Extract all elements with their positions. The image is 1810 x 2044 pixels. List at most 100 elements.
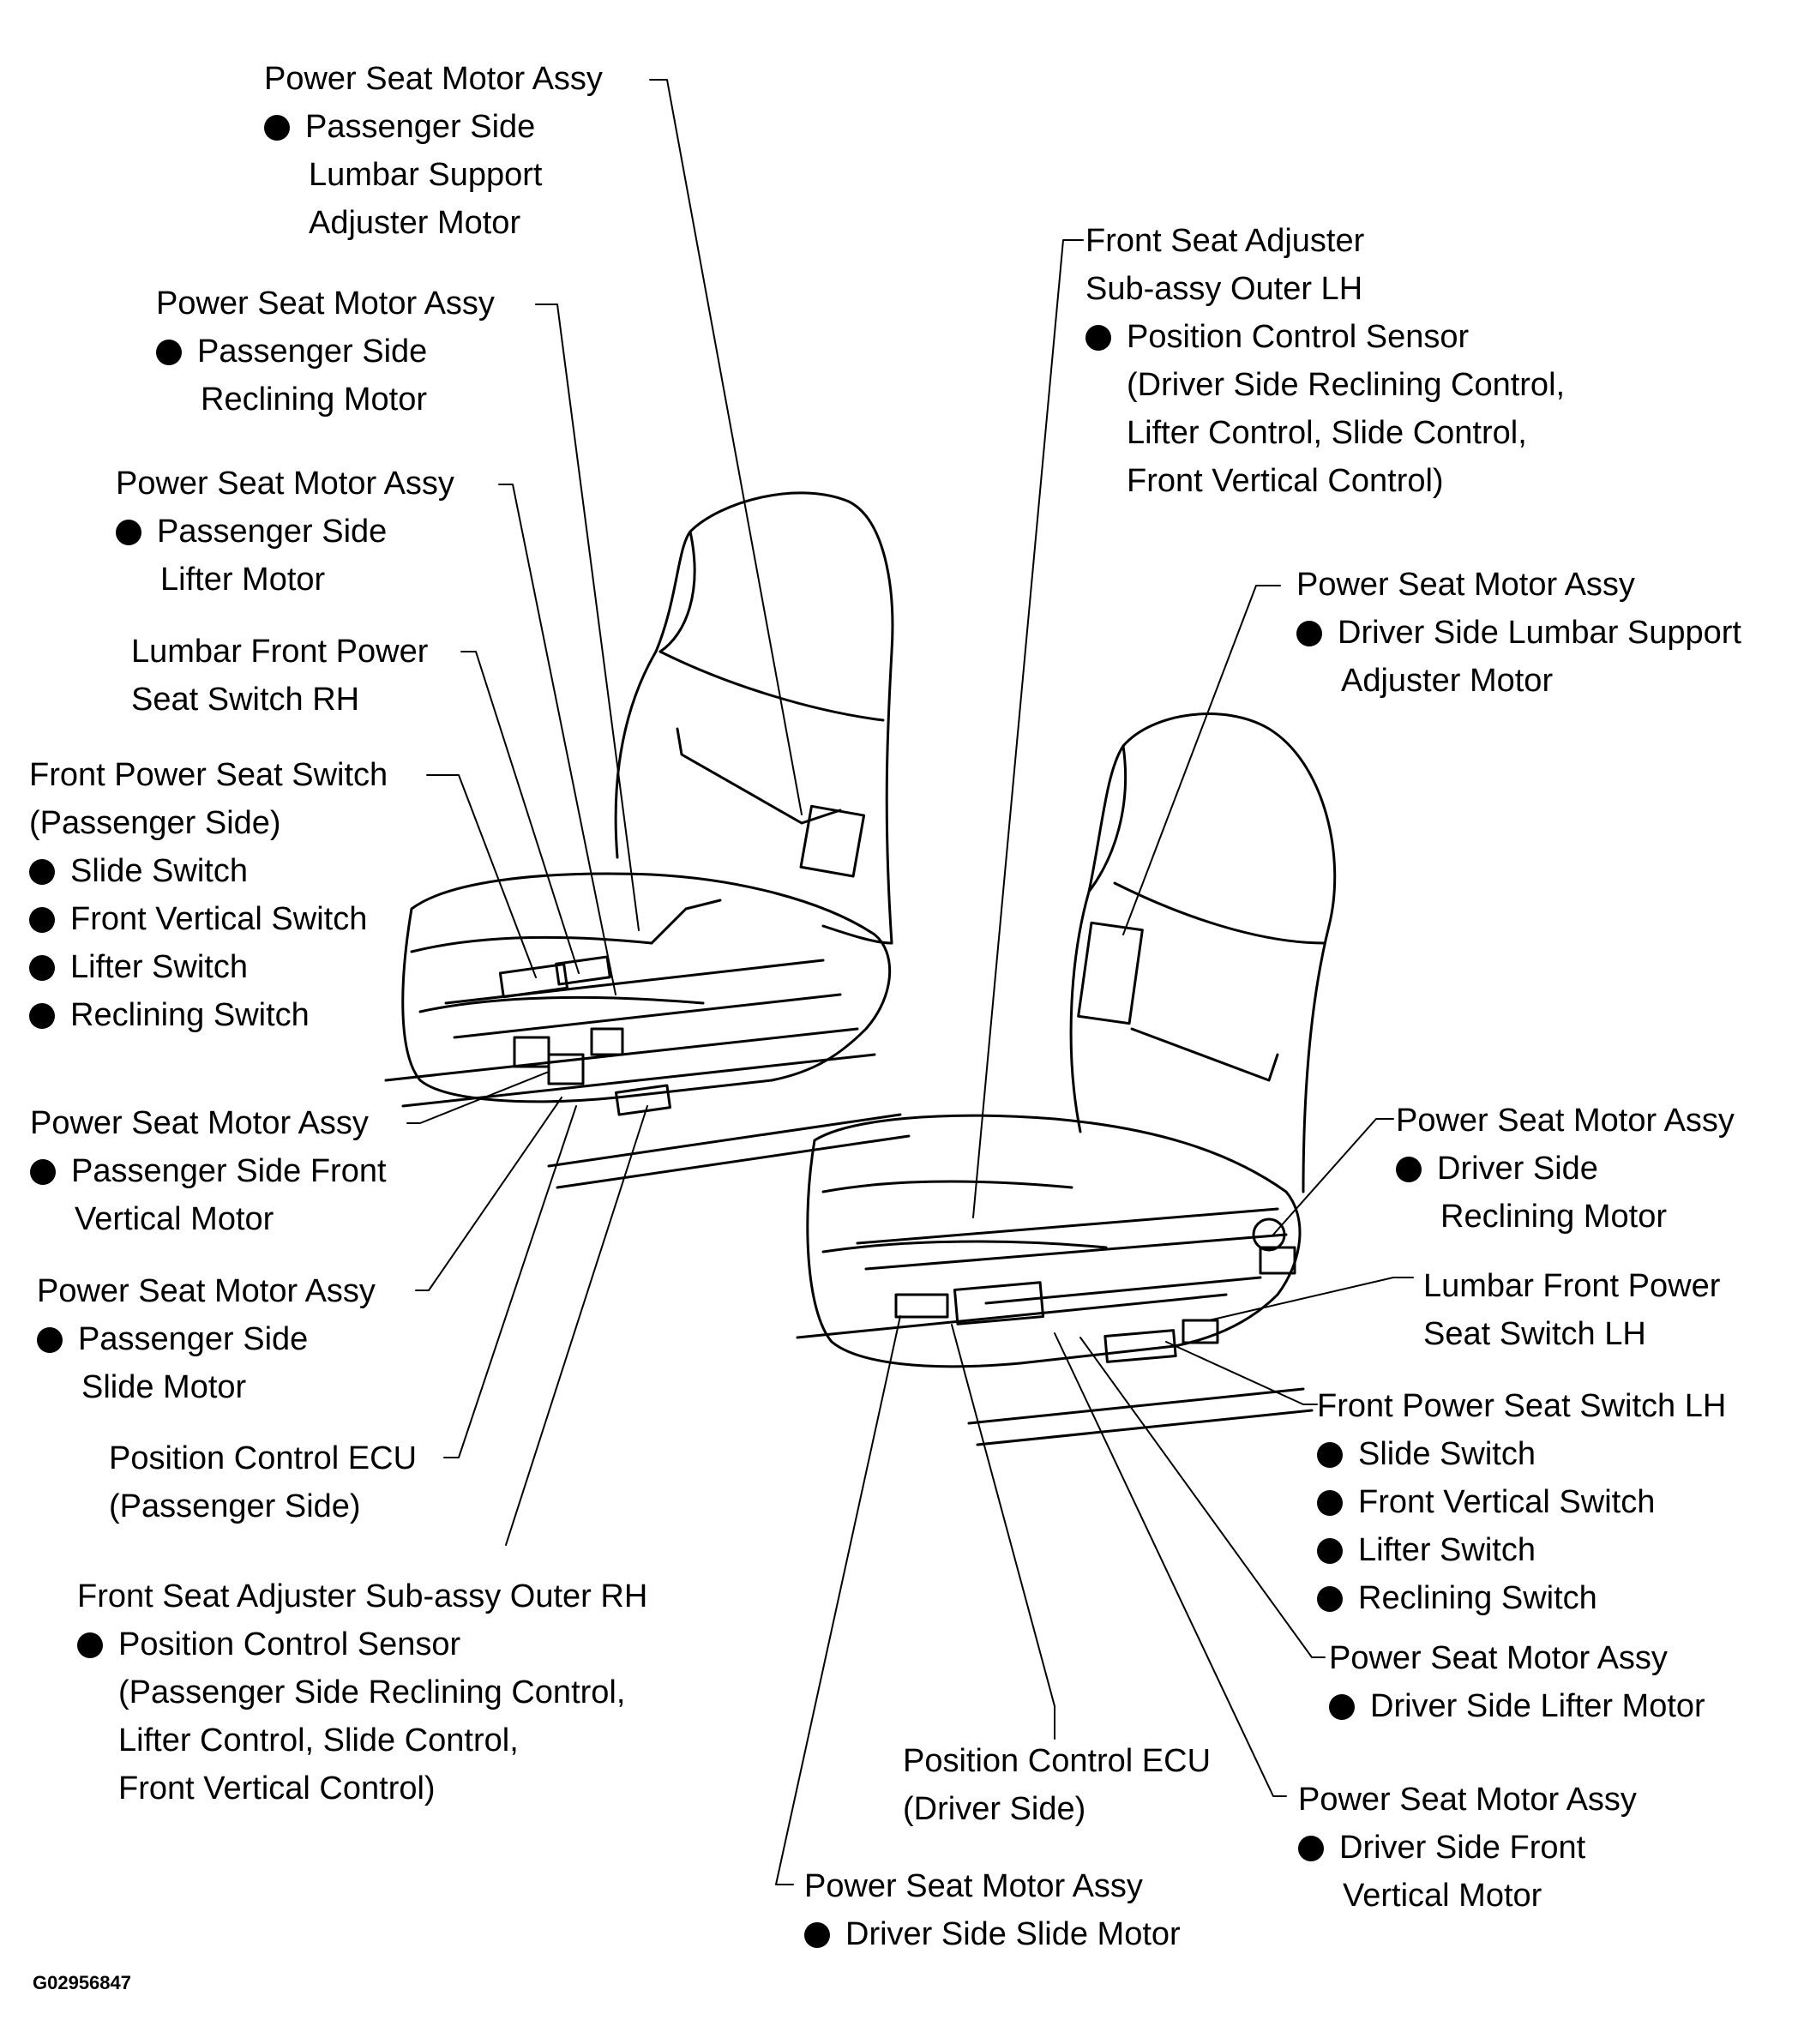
driver-backrest <box>1069 712 1337 1193</box>
bullet-icon <box>1298 1836 1324 1861</box>
label-line: Sub-assy Outer LH <box>1085 271 1363 307</box>
label-item: Passenger Side <box>116 508 454 556</box>
bullet-icon <box>77 1632 103 1658</box>
label-item-cont: Lifter Control, Slide Control, <box>118 1722 519 1758</box>
label-line: Seat Switch RH <box>131 682 360 718</box>
label-title: Power Seat Motor Assy <box>156 286 495 322</box>
label-line: Front Seat Adjuster <box>1085 223 1365 259</box>
label-item-cont: Adjuster Motor <box>309 205 521 241</box>
label-item: Front Vertical Switch <box>1317 1478 1726 1526</box>
label-item-cont: Slide Motor <box>81 1369 247 1405</box>
bullet-icon <box>1317 1442 1343 1468</box>
label-item-cont: Vertical Motor <box>1343 1878 1542 1914</box>
label-item: Reclining Switch <box>1317 1574 1726 1622</box>
bullet-icon <box>264 115 290 141</box>
label-line: (Driver Side) <box>903 1791 1086 1827</box>
label-item-cont: Vertical Motor <box>75 1201 274 1237</box>
label-line: (Passenger Side) <box>109 1488 361 1524</box>
label-item-cont: (Passenger Side Reclining Control, <box>118 1674 626 1710</box>
label-item: Passenger Side <box>264 103 603 151</box>
label-item: Driver Side <box>1396 1145 1735 1193</box>
bullet-icon <box>37 1327 63 1353</box>
bullet-icon <box>29 859 55 885</box>
driver-cushion <box>806 1114 1302 1368</box>
label-line: Position Control ECU <box>109 1440 418 1476</box>
label-title: Power Seat Motor Assy <box>37 1273 376 1309</box>
bullet-icon <box>1317 1538 1343 1564</box>
label-title: Front Power Seat Switch LH <box>1317 1388 1727 1424</box>
label-item: Reclining Switch <box>29 991 388 1039</box>
label-item: Driver Side Slide Motor <box>804 1910 1181 1958</box>
driver-seat-drawing <box>796 712 1337 1446</box>
label-line: Lumbar Front Power <box>1423 1268 1721 1304</box>
bullet-icon <box>1317 1490 1343 1516</box>
label-title: Power Seat Motor Assy <box>804 1868 1143 1904</box>
label-lumbar-switch-lh: Lumbar Front Power Seat Switch LH <box>1423 1262 1720 1358</box>
bullet-icon <box>30 1159 56 1185</box>
label-line: Seat Switch LH <box>1423 1316 1646 1352</box>
label-item-cont: Front Vertical Control) <box>1127 463 1444 499</box>
label-item: Front Vertical Switch <box>29 895 388 943</box>
label-item-cont: Adjuster Motor <box>1341 663 1554 699</box>
bullet-icon <box>1317 1586 1343 1612</box>
label-item-cont: (Driver Side Reclining Control, <box>1127 367 1566 403</box>
label-title: Power Seat Motor Assy <box>264 61 603 97</box>
label-drv-front-vert-motor: Power Seat Motor Assy Driver Side Front … <box>1298 1776 1637 1920</box>
label-line: Lumbar Front Power <box>131 634 429 670</box>
label-item-cont: Front Vertical Control) <box>118 1770 436 1807</box>
label-item: Position Control Sensor <box>1085 313 1565 361</box>
label-title: Power Seat Motor Assy <box>30 1105 369 1141</box>
label-item-cont: Reclining Motor <box>1440 1199 1667 1235</box>
bullet-icon <box>804 1922 830 1948</box>
label-title: Power Seat Motor Assy <box>1329 1640 1668 1676</box>
passenger-backrest <box>614 491 894 945</box>
label-item-cont: Reclining Motor <box>201 382 427 418</box>
label-title: Power Seat Motor Assy <box>1396 1103 1735 1139</box>
label-drv-ecu: Position Control ECU (Driver Side) <box>903 1737 1211 1833</box>
label-sub: (Passenger Side) <box>29 805 281 841</box>
label-pass-lifter-motor: Power Seat Motor Assy Passenger Side Lif… <box>116 460 454 604</box>
label-lumbar-switch-rh: Lumbar Front Power Seat Switch RH <box>131 628 428 724</box>
label-drv-slide-motor: Power Seat Motor Assy Driver Side Slide … <box>804 1862 1181 1958</box>
label-item: Lifter Switch <box>29 943 388 991</box>
label-title: Power Seat Motor Assy <box>116 466 454 502</box>
bullet-icon <box>1396 1157 1422 1182</box>
label-title: Power Seat Motor Assy <box>1296 567 1635 603</box>
label-item: Lifter Switch <box>1317 1526 1726 1574</box>
bullet-icon <box>1085 325 1111 351</box>
label-item: Slide Switch <box>29 847 388 895</box>
figure-code: G02956847 <box>33 1972 131 1993</box>
label-pass-front-vert-motor: Power Seat Motor Assy Passenger Side Fro… <box>30 1099 387 1243</box>
passenger-cushion <box>401 872 892 1103</box>
label-item: Passenger Side Front <box>30 1147 387 1195</box>
label-item: Passenger Side <box>37 1315 376 1363</box>
bullet-icon <box>156 340 182 365</box>
label-adjuster-rh: Front Seat Adjuster Sub-assy Outer RH Po… <box>77 1572 647 1813</box>
label-item-cont: Lifter Control, Slide Control, <box>1127 415 1527 451</box>
label-item: Position Control Sensor <box>77 1620 647 1668</box>
label-title: Power Seat Motor Assy <box>1298 1782 1637 1818</box>
label-item: Driver Side Lumbar Support <box>1296 609 1741 657</box>
label-pass-recline-motor: Power Seat Motor Assy Passenger Side Rec… <box>156 280 495 424</box>
label-item-cont: Lifter Motor <box>160 562 326 598</box>
label-drv-recline-motor: Power Seat Motor Assy Driver Side Reclin… <box>1396 1097 1735 1241</box>
label-adjuster-lh: Front Seat Adjuster Sub-assy Outer LH Po… <box>1085 217 1565 505</box>
label-item: Driver Side Lifter Motor <box>1329 1682 1705 1730</box>
label-pass-seat-switch: Front Power Seat Switch (Passenger Side)… <box>29 751 388 1039</box>
passenger-seat-drawing <box>384 491 911 1189</box>
label-drv-lumbar-motor: Power Seat Motor Assy Driver Side Lumbar… <box>1296 561 1741 705</box>
label-drv-seat-switch: Front Power Seat Switch LH Slide Switch … <box>1317 1382 1726 1622</box>
label-item: Driver Side Front <box>1298 1824 1637 1872</box>
bullet-icon <box>116 520 141 545</box>
bullet-icon <box>29 1003 55 1029</box>
label-pass-lumbar-motor: Power Seat Motor Assy Passenger Side Lum… <box>264 55 603 247</box>
bullet-icon <box>1296 621 1322 646</box>
label-pass-slide-motor: Power Seat Motor Assy Passenger Side Sli… <box>37 1267 376 1411</box>
label-title: Front Seat Adjuster Sub-assy Outer RH <box>77 1578 648 1614</box>
label-item-cont: Lumbar Support <box>309 157 543 193</box>
label-item: Slide Switch <box>1317 1430 1726 1478</box>
bullet-icon <box>29 907 55 933</box>
bullet-icon <box>1329 1694 1355 1720</box>
label-drv-lifter-motor: Power Seat Motor Assy Driver Side Lifter… <box>1329 1634 1705 1730</box>
